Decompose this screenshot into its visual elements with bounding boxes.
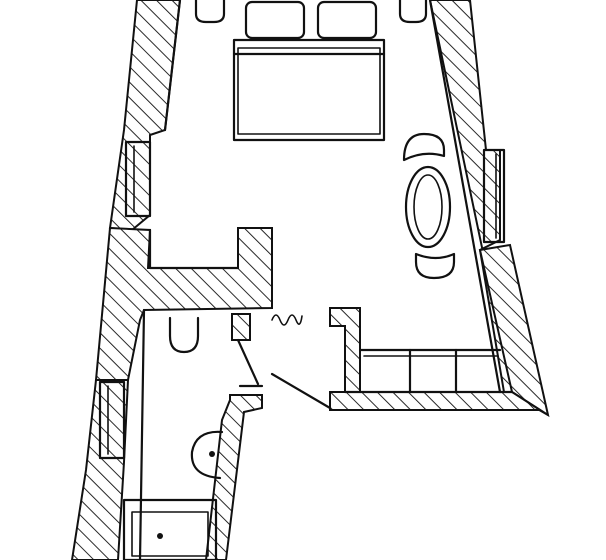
door-leaf-main <box>270 372 332 410</box>
double-bed <box>232 38 386 142</box>
wall-hatching <box>70 0 550 560</box>
wall-bathroom-right <box>204 394 263 560</box>
oval-table <box>404 165 452 249</box>
window-bench <box>363 348 499 394</box>
nightstand-left <box>194 0 226 24</box>
nightstand-right <box>398 0 428 24</box>
chair-top <box>402 132 446 162</box>
washbasin <box>190 430 224 480</box>
bathroom-vanity <box>122 498 218 560</box>
door-leaf-bathroom <box>236 338 264 388</box>
pillow-right <box>316 0 378 40</box>
radiator-coil <box>271 314 303 326</box>
windows <box>98 140 506 460</box>
room-outlines <box>138 0 514 560</box>
wall-left-lower <box>70 379 130 560</box>
chair-bottom <box>414 252 456 280</box>
toilet <box>168 316 200 354</box>
window-right <box>482 148 506 244</box>
wall-left-upper <box>108 0 182 232</box>
wall-stub <box>231 313 251 341</box>
window-left-lower <box>98 380 126 460</box>
wall-pier-door <box>329 307 361 393</box>
wall-bottom <box>329 391 544 411</box>
window-left-upper <box>124 140 152 218</box>
pillow-left <box>244 0 306 40</box>
wall-right-lower <box>478 243 550 418</box>
